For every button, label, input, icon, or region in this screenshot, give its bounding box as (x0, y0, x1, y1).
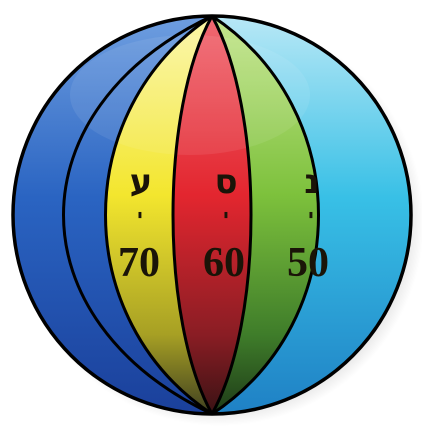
green-number: 50 (287, 240, 329, 286)
red-letter: ס (214, 162, 237, 202)
red-number: 60 (203, 240, 245, 286)
yellow-dash: - (129, 211, 153, 219)
green-dash: - (300, 211, 324, 219)
red-dash: - (215, 211, 239, 219)
yellow-letter: ע (130, 162, 153, 202)
yellow-number: 70 (118, 240, 160, 286)
green-letter: נ (304, 162, 319, 202)
